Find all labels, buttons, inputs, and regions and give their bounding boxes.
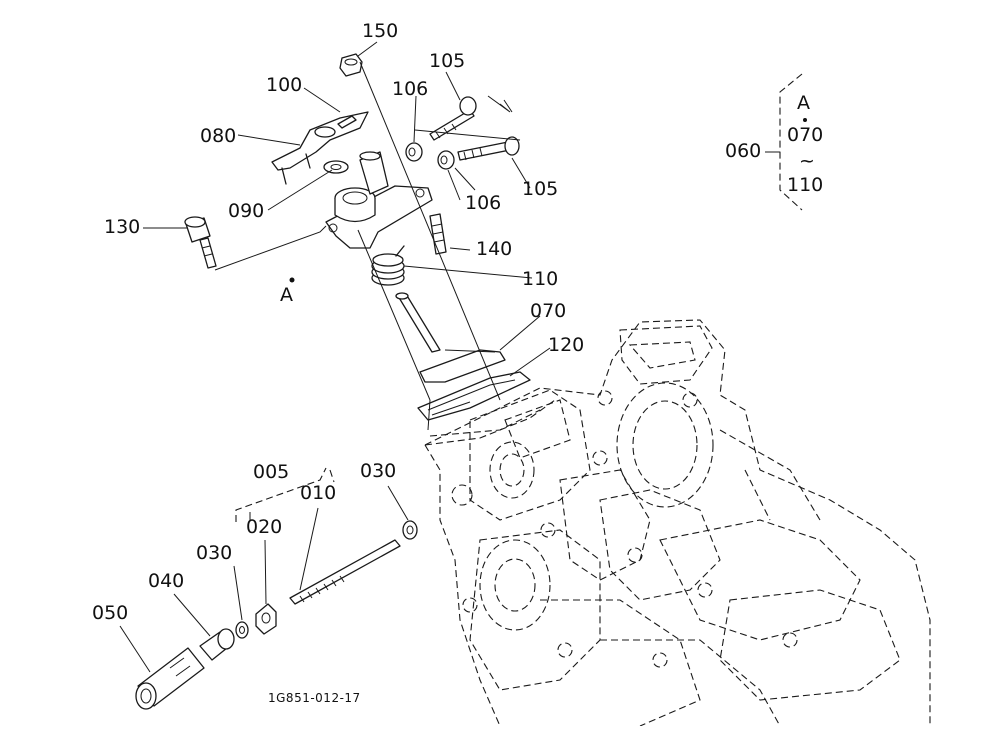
drawing-code: 1G851-012-17 xyxy=(268,691,361,705)
part-label-030-left: 030 xyxy=(196,542,233,564)
part-label-080: 080 xyxy=(200,125,237,147)
group-060-bracket xyxy=(765,73,807,211)
nut-106-upper xyxy=(405,142,423,162)
stud-140 xyxy=(429,213,447,255)
legend-to-110: 110 xyxy=(787,174,824,196)
bolt-105-lower xyxy=(457,136,520,161)
part-label-150: 150 xyxy=(362,20,399,42)
reference-label-a: A xyxy=(280,284,293,306)
part-label-140: 140 xyxy=(476,238,513,260)
washer-090 xyxy=(323,160,349,174)
part-label-040: 040 xyxy=(148,570,185,592)
governor-housing xyxy=(325,151,433,249)
part-label-130: 130 xyxy=(104,216,141,238)
part-label-030-right: 030 xyxy=(360,460,397,482)
part-label-105-lower: 105 xyxy=(522,178,559,200)
reference-a-line xyxy=(214,225,327,283)
gasket-120 xyxy=(417,371,531,421)
lever-080 xyxy=(271,111,369,185)
part-label-050: 050 xyxy=(92,602,129,624)
part-label-005: 005 xyxy=(253,461,290,483)
part-label-106-lower: 106 xyxy=(465,192,502,214)
washer-030-right xyxy=(402,520,418,540)
part-label-106-upper: 106 xyxy=(392,78,429,100)
washer-030-left xyxy=(235,621,249,639)
part-label-010: 010 xyxy=(300,482,337,504)
pin-100 xyxy=(337,115,357,129)
bolt-130 xyxy=(184,216,217,269)
cap-040 xyxy=(199,628,235,661)
gear-case-housing xyxy=(424,319,931,727)
part-label-120: 120 xyxy=(548,334,585,356)
group-005-bracket xyxy=(235,467,335,522)
legend-from-070: 070 xyxy=(787,124,824,146)
legend-tilde: ~ xyxy=(799,150,815,172)
legend-mark-a: A xyxy=(797,92,810,114)
sleeve-050 xyxy=(135,647,205,710)
leader-lines xyxy=(119,41,551,673)
part-label-105-upper: 105 xyxy=(429,50,466,72)
spring-110 xyxy=(371,245,405,286)
part-label-070: 070 xyxy=(530,300,567,322)
part-label-110: 110 xyxy=(522,268,559,290)
part-label-100: 100 xyxy=(266,74,303,96)
part-label-090: 090 xyxy=(228,200,265,222)
legend-group-060: 060 xyxy=(725,140,762,162)
nut-106-lower xyxy=(437,150,455,170)
lever-shaft-070 xyxy=(395,292,506,383)
nut-020 xyxy=(255,603,277,635)
part-label-020: 020 xyxy=(246,516,283,538)
rod-010 xyxy=(289,539,401,605)
nut-150 xyxy=(339,53,363,77)
